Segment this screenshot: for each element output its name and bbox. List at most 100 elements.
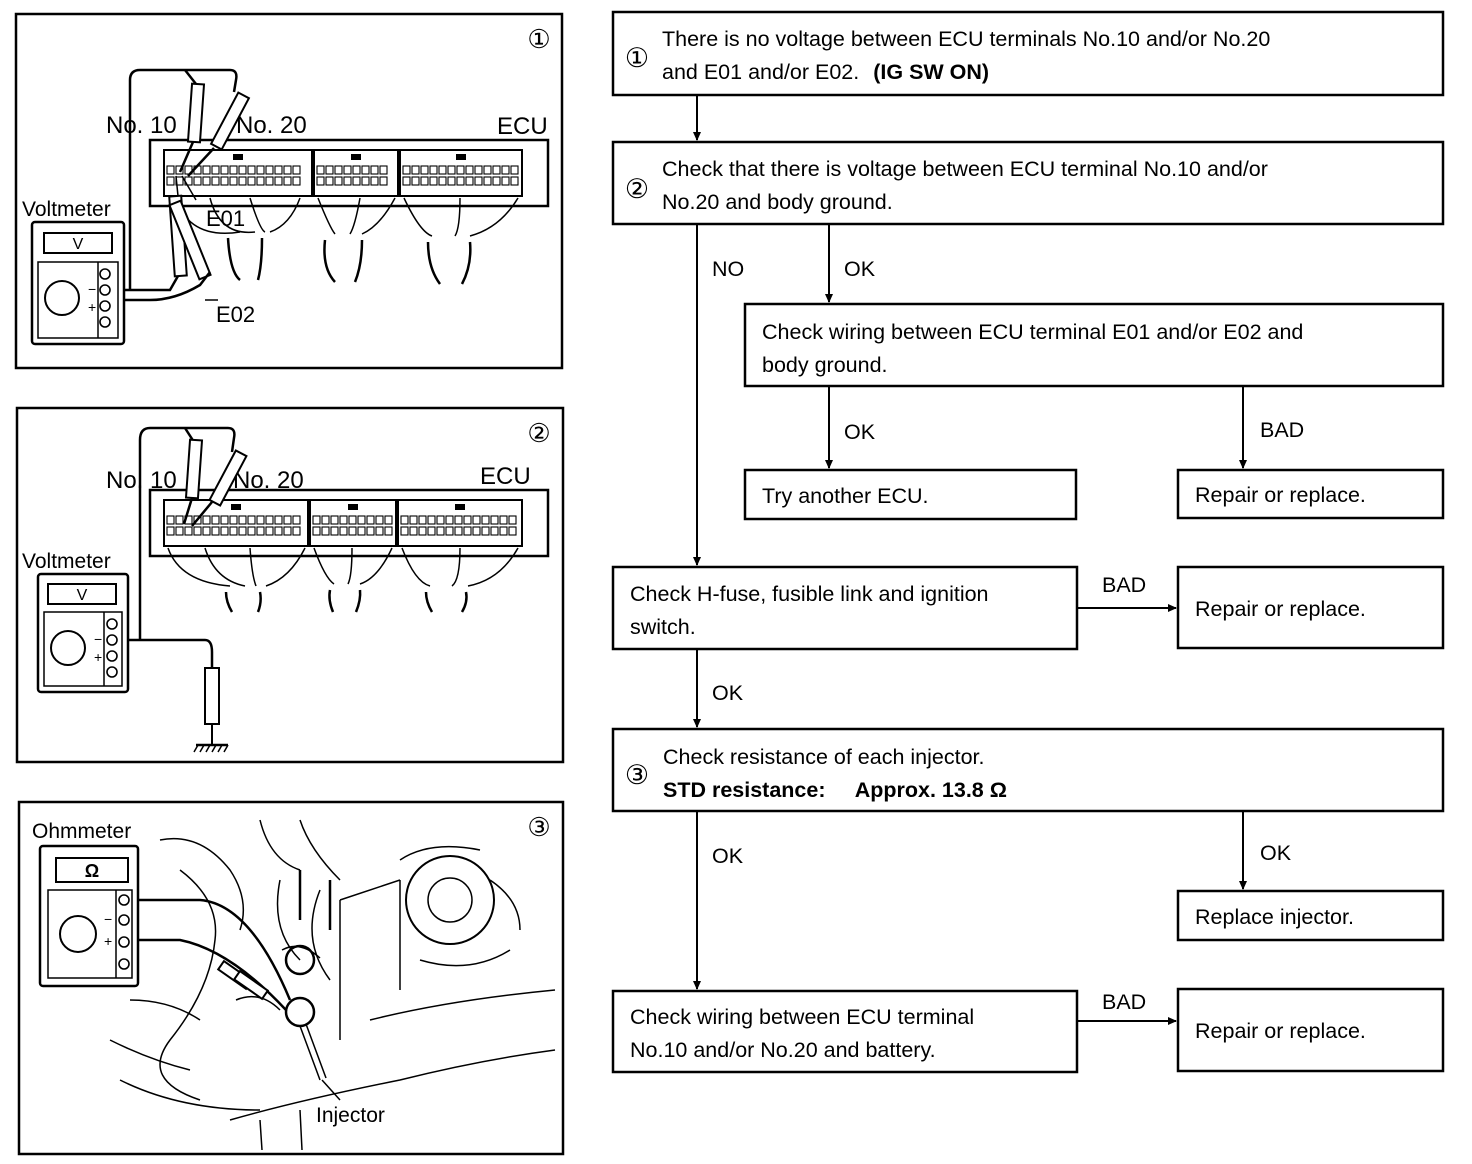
ecu-pin [220, 515, 229, 525]
edge-label-ok: OK [844, 420, 876, 444]
ecu-pin [238, 165, 247, 175]
ecu-pin [202, 515, 211, 525]
ecu-pin [175, 526, 184, 536]
voltmeter: Voltmeter V − + [22, 198, 126, 346]
ecu-pin [330, 515, 339, 525]
ecu-pin [247, 515, 256, 525]
step-1-text-line1: There is no voltage between ECU terminal… [662, 27, 1270, 51]
plus-sign: + [88, 299, 96, 315]
connector-latch [456, 154, 466, 160]
ecu-pin [429, 165, 438, 175]
ecu-pin [274, 515, 283, 525]
ecu-pin [427, 515, 436, 525]
ecu-pin [357, 515, 366, 525]
terminal-e01-label: E01 [206, 206, 245, 231]
ecu-pin [508, 515, 517, 525]
ecu-pin [384, 515, 393, 525]
ecu-pin [166, 515, 175, 525]
ecu-pin [193, 515, 202, 525]
connector-latch [455, 504, 465, 510]
terminal-e02-label: E02 [216, 302, 255, 327]
ecu-pin [334, 165, 343, 175]
injector-label: Injector [316, 1104, 385, 1127]
terminal-no10-label: No. 10 [106, 467, 177, 494]
edge-label-ok: OK [844, 257, 876, 281]
ecu-pin [510, 176, 519, 186]
ecu-pin [492, 176, 501, 186]
ecu-pin [274, 165, 283, 175]
ecu-pin [229, 165, 238, 175]
voltmeter-label: Voltmeter [22, 550, 111, 573]
ecu-pin [510, 165, 519, 175]
ecu-pin [438, 165, 447, 175]
connector-latch [231, 504, 241, 510]
ecu-pin [256, 165, 265, 175]
ecu-pin [366, 526, 375, 536]
repair-box-3: Repair or replace. [1176, 987, 1445, 1073]
ecu-pin [265, 176, 274, 186]
ecu-pin [321, 526, 330, 536]
ecu-pin [343, 165, 352, 175]
ecu-pin-grid [166, 154, 519, 186]
flow-arrows [693, 95, 1247, 1025]
ecu-pin [238, 515, 247, 525]
connector-latch [351, 154, 361, 160]
ecu-pin [265, 165, 274, 175]
ecu-pin [490, 515, 499, 525]
step-3-box: ③ Check resistance of each injector. STD… [611, 727, 1445, 813]
ecu-pin [292, 165, 301, 175]
ecu-pin [402, 176, 411, 186]
repair-box-1: Repair or replace. [1176, 468, 1445, 520]
ecu-pin [411, 176, 420, 186]
ecu-pin [454, 515, 463, 525]
ecu-pin [211, 176, 220, 186]
ecu-pin [334, 176, 343, 186]
ecu-pin [274, 526, 283, 536]
plus-sign: + [104, 933, 112, 949]
ecu-pin [375, 526, 384, 536]
edge-label-ok: OK [1260, 841, 1292, 865]
ecu-pin [352, 165, 361, 175]
ecu-pin [220, 165, 229, 175]
ecu-unit [148, 138, 550, 285]
step-2-text-line2: No.20 and body ground. [662, 190, 893, 214]
figure-1-voltage-e01-e02: ① ECU No. 10 No. 20 E01 E02 [14, 12, 564, 370]
engine-sketch [109, 819, 556, 1151]
try-another-ecu-box: Try another ECU. [743, 468, 1078, 521]
ecu-pin [292, 515, 301, 525]
ecu-pin [330, 526, 339, 536]
ecu-pin [283, 165, 292, 175]
voltmeter-symbol: V [73, 236, 84, 253]
ecu-pin [481, 526, 490, 536]
figure-3-number: ③ [527, 812, 550, 842]
ecu-pin [490, 526, 499, 536]
ecu-pin [312, 526, 321, 536]
ecu-pin [265, 515, 274, 525]
probe-leads-top [128, 68, 251, 290]
step-2-text-line1: Check that there is voltage between ECU … [662, 157, 1268, 181]
figure-3-injector-resistance: ③ Injector Ohmmet [17, 800, 565, 1156]
figure-2-voltage-body-ground: ② ECU No. 10 No. 20 [15, 406, 565, 764]
ecu-pin [492, 165, 501, 175]
ecu-pin [445, 526, 454, 536]
ecu-pin [411, 165, 420, 175]
ecu-pin [481, 515, 490, 525]
ecu-pin [436, 515, 445, 525]
edge-label-bad: BAD [1102, 990, 1146, 1014]
step-2-number: ② [625, 174, 649, 204]
ecu-pin [472, 526, 481, 536]
ecu-pin [220, 526, 229, 536]
step-3-text-line1: Check resistance of each injector. [663, 745, 984, 769]
ecu-unit [148, 488, 550, 613]
ecu-label: ECU [497, 113, 548, 140]
ecu-pin [409, 526, 418, 536]
std-resistance-value: Approx. 13.8 Ω [855, 778, 1007, 802]
ecu-pin [316, 165, 325, 175]
terminal-no20-label: No. 20 [233, 467, 304, 494]
ecu-pin [472, 515, 481, 525]
ecu-pin [447, 165, 456, 175]
ecu-pin [361, 176, 370, 186]
edge-label-ok: OK [712, 681, 744, 705]
repair-text-3: Repair or replace. [1195, 1019, 1366, 1043]
